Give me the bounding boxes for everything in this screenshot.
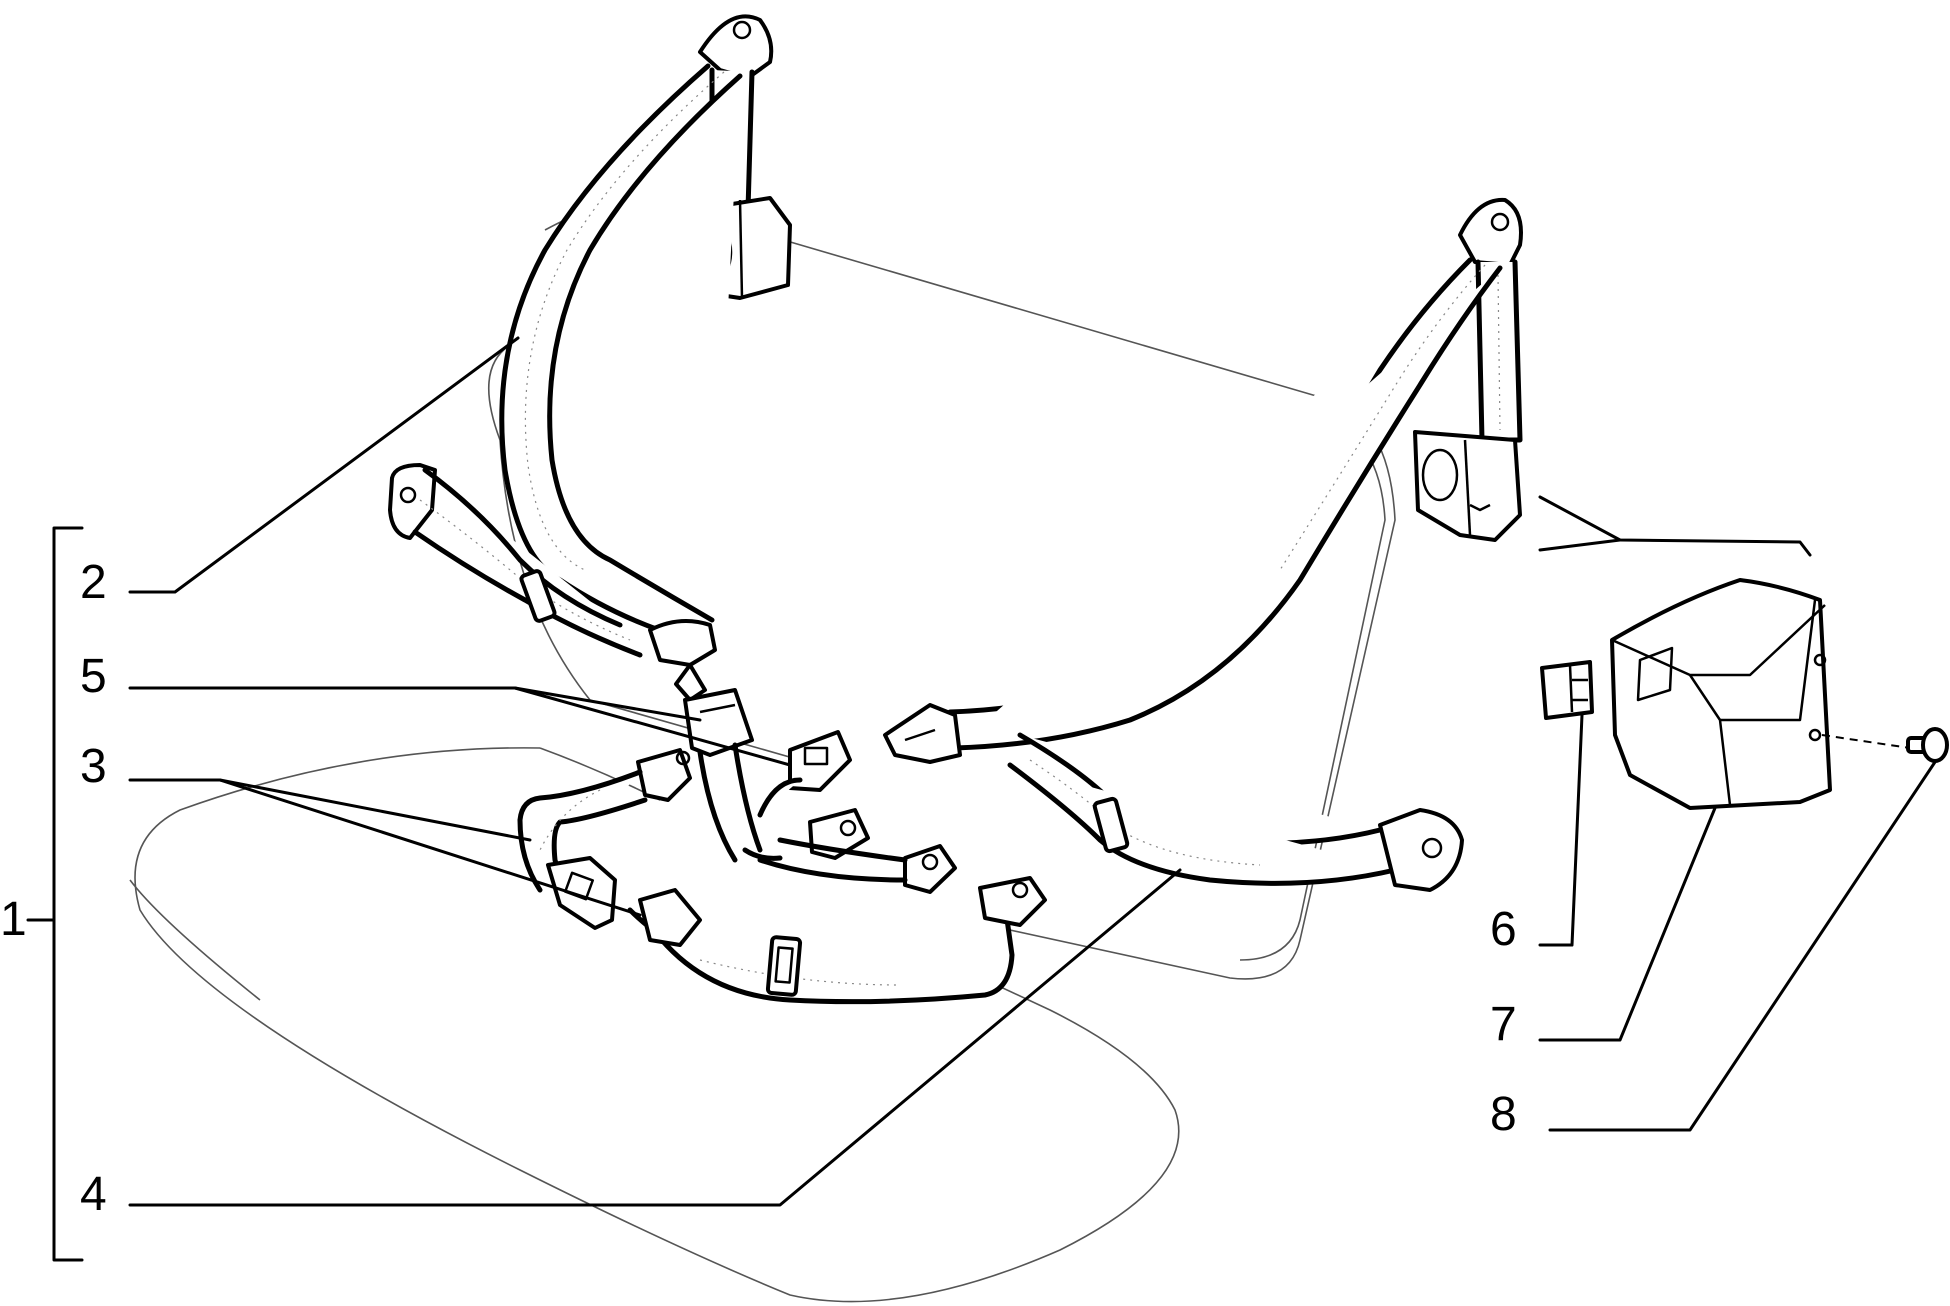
center-buckles: [683, 688, 957, 894]
callout-1: 1: [0, 893, 27, 946]
leader-lines: [26, 336, 1937, 1262]
callout-2: 2: [80, 556, 107, 609]
right-shoulder-belt: [883, 197, 1523, 764]
part-7-cover: [1610, 578, 1832, 810]
part-6-cap: [1540, 660, 1594, 720]
callout-4: 4: [80, 1168, 107, 1221]
left-shoulder-belt: [499, 14, 792, 643]
center-lap-belt: [517, 748, 1047, 1005]
seat-outline: [129, 197, 1396, 1303]
retractor-cover-assembly: [1538, 495, 1949, 810]
callout-5: 5: [80, 650, 107, 703]
right-lap-belt: [1007, 732, 1464, 892]
callout-labels: 1 2 5 3 4 6 7 8: [0, 556, 1517, 1221]
part-8-screw: [1906, 727, 1949, 763]
left-lap-belt: [388, 463, 717, 702]
callout-3: 3: [80, 740, 107, 793]
callout-8: 8: [1490, 1088, 1517, 1141]
callout-6: 6: [1490, 903, 1517, 956]
callout-7: 7: [1490, 998, 1517, 1051]
